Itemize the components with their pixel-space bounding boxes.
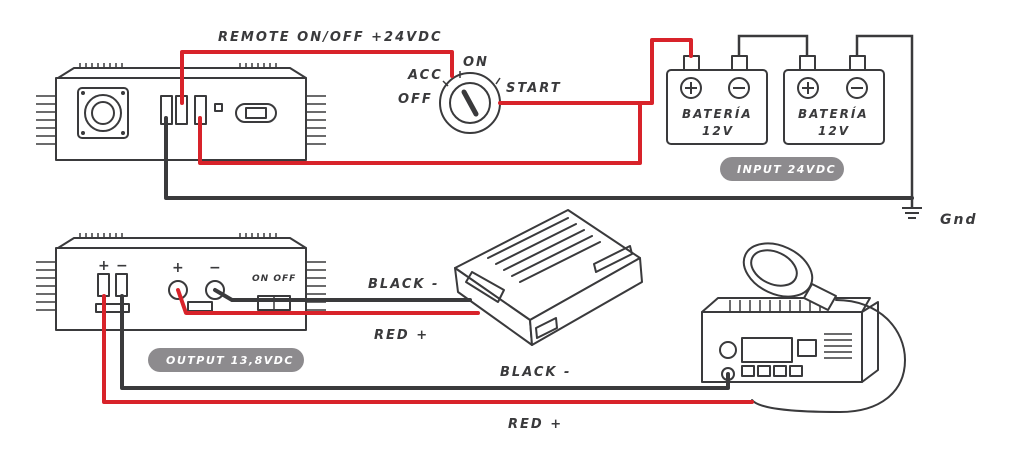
- red-wire-label-2: RED +: [508, 417, 563, 432]
- minus-icon: [846, 77, 868, 99]
- battery1-label: BATERÍA: [682, 106, 753, 121]
- black-wire-label-1: BLACK -: [368, 277, 439, 292]
- remote-label: REMOTE ON/OFF +24VDC: [218, 30, 443, 45]
- post-plus-label: +: [172, 260, 186, 276]
- battery2-voltage: 12V: [818, 124, 850, 138]
- off-label: OFF: [398, 92, 433, 107]
- battery-2: BATERÍA 12V: [783, 55, 885, 145]
- red-wire-label-1: RED +: [374, 328, 429, 343]
- plus-icon: [680, 77, 702, 99]
- input-badge: INPUT 24VDC: [720, 157, 844, 181]
- battery2-label: BATERÍA: [798, 106, 869, 121]
- fuse-holder-icon: [235, 103, 277, 123]
- post-minus-label: −: [209, 260, 223, 276]
- gnd-label: Gnd: [940, 212, 977, 228]
- black-wire-label-2: BLACK -: [500, 365, 571, 380]
- start-label: START: [506, 81, 562, 96]
- minus-icon: [728, 77, 750, 99]
- cb-radio-icon: [701, 297, 879, 383]
- battery-1: BATERÍA 12V: [666, 55, 768, 145]
- output-badge: OUTPUT 13,8VDC: [148, 348, 304, 372]
- svg-text:INPUT 24VDC: INPUT 24VDC: [737, 163, 836, 176]
- converter-top: [36, 63, 326, 161]
- microphone-icon: [742, 242, 906, 413]
- on-label: ON: [463, 55, 489, 70]
- battery1-voltage: 12V: [702, 124, 734, 138]
- ignition-switch-icon: [439, 71, 501, 134]
- fan-icon: [77, 87, 129, 139]
- out-plus-label: +: [98, 258, 112, 274]
- on-off-label: ON OFF: [252, 274, 296, 284]
- acc-label: ACC: [407, 68, 443, 83]
- radio-device-icon: [454, 209, 643, 346]
- plus-icon: [797, 77, 819, 99]
- svg-text:OUTPUT 13,8VDC: OUTPUT 13,8VDC: [166, 354, 294, 367]
- out-minus-label: −: [116, 258, 130, 274]
- ground-icon: [902, 200, 922, 219]
